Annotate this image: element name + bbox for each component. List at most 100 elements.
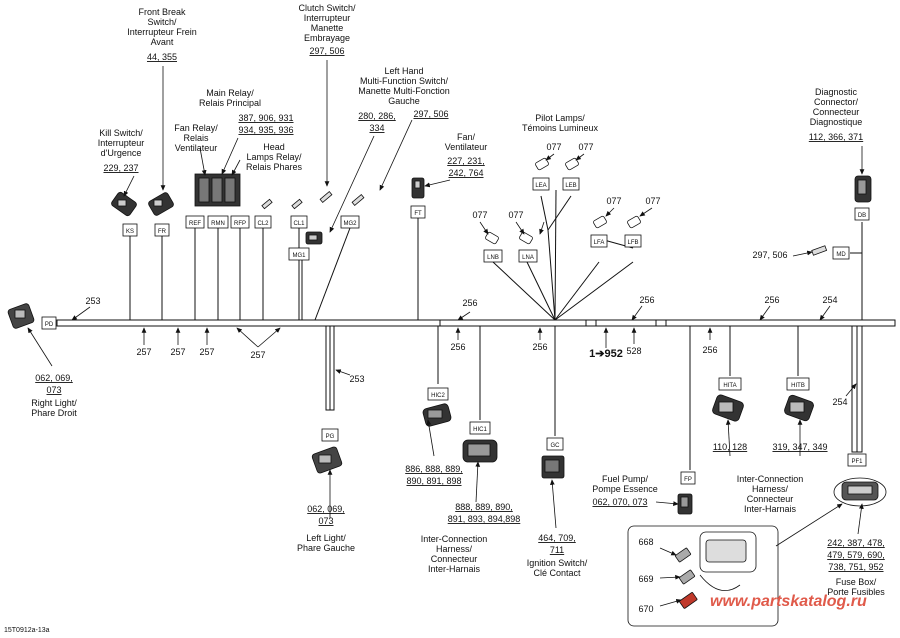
lhmf-parts-1: 280, 286, xyxy=(358,111,396,121)
pilot-077-a: 077 xyxy=(472,210,487,220)
fan-relay-label-2: Relais xyxy=(183,133,209,143)
fuel-label-1: Fuel Pump/ xyxy=(602,474,649,484)
pilot-077-e: 077 xyxy=(606,196,621,206)
inter-right-label-3: Connecteur xyxy=(747,494,794,504)
clutch-terminal-icon xyxy=(261,191,365,210)
wire-256-a: 256 xyxy=(462,298,477,308)
fuel-parts: 062, 070, 073 xyxy=(592,497,647,507)
diag-label-3: Connecteur xyxy=(813,107,860,117)
inter-left-label-2: Harness/ xyxy=(436,544,473,554)
main-relay-parts-1: 387, 906, 931 xyxy=(238,113,293,123)
labels-hitb: 319, 347, 349 xyxy=(772,442,827,452)
hitb-connector-icon xyxy=(784,394,814,422)
labels-inter-left: Inter-Connection Harness/ Connecteur Int… xyxy=(421,534,488,574)
tag-lfb: LFB xyxy=(627,240,638,246)
inter-left-label-1: Inter-Connection xyxy=(421,534,488,544)
labels-diag: Diagnostic Connector/ Connecteur Diagnos… xyxy=(809,87,863,142)
fuse-box-icon xyxy=(833,477,887,507)
tag-md: MD xyxy=(836,252,846,258)
main-relay-label-2: Relais Principal xyxy=(199,98,261,108)
main-relay-label-1: Main Relay/ xyxy=(206,88,254,98)
wire-256-c: 256 xyxy=(532,342,547,352)
diag-label-4: Diagnostique xyxy=(810,117,863,127)
hita-connector-icon xyxy=(712,394,744,422)
labels-clutch: Clutch Switch/ Interrupteur Manette Embr… xyxy=(298,3,356,56)
fuse-668: 668 xyxy=(638,537,653,547)
labels-kill: Kill Switch/ Interrupteur d'Urgence 229,… xyxy=(98,128,145,173)
tag-mg2: MG2 xyxy=(343,221,357,227)
ignition-parts-1: 464, 709, xyxy=(538,533,576,543)
clutch-label-3: Manette xyxy=(311,23,344,33)
ref-952: 1➔952 xyxy=(589,348,623,360)
labels-fan-relay: Fan Relay/ Relais Ventilateur xyxy=(174,123,218,153)
tag-pd: PD xyxy=(45,322,54,328)
labels-ignition: 464, 709, 711 Ignition Switch/ Clé Conta… xyxy=(527,533,588,578)
kill-label-1: Kill Switch/ xyxy=(99,128,143,138)
fuse-icon xyxy=(674,547,692,563)
tag-lnb: LNB xyxy=(487,255,499,261)
fuse-parts-3: 738, 751, 952 xyxy=(828,562,883,572)
labels-head-relay: Head Lamps Relay/ Relais Phares xyxy=(246,142,303,172)
clutch-parts: 297, 506 xyxy=(309,46,344,56)
right-light-label-2: Phare Droit xyxy=(31,408,77,418)
hic2-parts-1: 886, 888, 889, xyxy=(405,464,463,474)
fuse-parts-2: 479, 579, 690, xyxy=(827,550,885,560)
hic1-connector-icon xyxy=(462,439,498,463)
tag-leb: LEB xyxy=(565,183,576,189)
labels-left-light: 062, 069, 073 Left Light/ Phare Gauche xyxy=(297,504,355,553)
tag-mg1: MG1 xyxy=(292,253,306,259)
main-relay-parts-2: 934, 935, 936 xyxy=(238,125,293,135)
fuel-pump-connector-icon xyxy=(677,493,693,515)
lhmf-parts-2: 334 xyxy=(369,123,384,133)
fuse-parts-1: 242, 387, 478, xyxy=(827,538,885,548)
tag-rmn: RMN xyxy=(211,221,225,227)
hic2-connector-icon xyxy=(422,403,452,427)
front-break-label-4: Avant xyxy=(151,37,174,47)
fan-label-2: Ventilateur xyxy=(445,142,488,152)
tag-cl2: CL2 xyxy=(257,221,269,227)
right-light-parts-1: 062, 069, xyxy=(35,373,73,383)
ignition-label-1: Ignition Switch/ xyxy=(527,558,588,568)
labels-inter-right: Inter-Connection Harness/ Connecteur Int… xyxy=(737,474,804,514)
kill-switch-connector-icon xyxy=(111,191,137,217)
mg1-connector-icon xyxy=(305,231,323,245)
fuse-670: 670 xyxy=(638,604,653,614)
component-illustrations xyxy=(7,157,887,627)
pilot-lamp-icon xyxy=(485,157,641,245)
kill-label-2: Interrupteur xyxy=(98,138,145,148)
fan-connector-icon xyxy=(411,177,425,199)
tag-rfp: RFP xyxy=(234,221,246,227)
fuel-label-2: Pompe Essence xyxy=(592,484,658,494)
clutch-label-2: Interrupteur xyxy=(304,13,351,23)
labels-hic2: 886, 888, 889, 890, 891, 898 xyxy=(405,464,463,486)
labels-hic1: 888, 889, 890, 891, 893, 894,898 xyxy=(448,502,521,524)
diag-label-2: Connector/ xyxy=(814,97,859,107)
right-light-label-1: Right Light/ xyxy=(31,398,77,408)
hita-parts: 110, 128 xyxy=(713,442,747,452)
tag-fp: FP xyxy=(684,477,692,483)
figure-code: 15T0912a-13a xyxy=(4,627,50,634)
right-light-connector-icon xyxy=(7,303,35,329)
front-break-connector-icon xyxy=(148,192,174,216)
tag-db: DB xyxy=(858,213,866,219)
wire-256-b: 256 xyxy=(450,342,465,352)
fan-parts-1: 227, 231, xyxy=(447,156,485,166)
connector-tags xyxy=(41,177,870,485)
wire-257-b: 257 xyxy=(170,347,185,357)
labels-main-relay: Main Relay/ Relais Principal 387, 906, 9… xyxy=(199,88,294,135)
md-parts: 297, 506 xyxy=(752,250,787,260)
pilot-label-2: Témoins Lumineux xyxy=(522,123,599,133)
ignition-parts-2: 711 xyxy=(550,545,564,555)
wire-257-c: 257 xyxy=(199,347,214,357)
left-light-label-1: Left Light/ xyxy=(306,533,346,543)
pilot-077-d: 077 xyxy=(578,142,593,152)
inter-left-label-3: Connecteur xyxy=(431,554,478,564)
wire-257-d: 257 xyxy=(250,350,265,360)
hic1-parts-1: 888, 889, 890, xyxy=(455,502,513,512)
front-break-label-2: Switch/ xyxy=(147,17,177,27)
tag-lna: LNA xyxy=(522,255,534,261)
front-break-label-3: Interrupteur Frein xyxy=(127,27,197,37)
wire-256-d: 256 xyxy=(639,295,654,305)
fuse-669: 669 xyxy=(638,574,653,584)
pilot-077-b: 077 xyxy=(508,210,523,220)
